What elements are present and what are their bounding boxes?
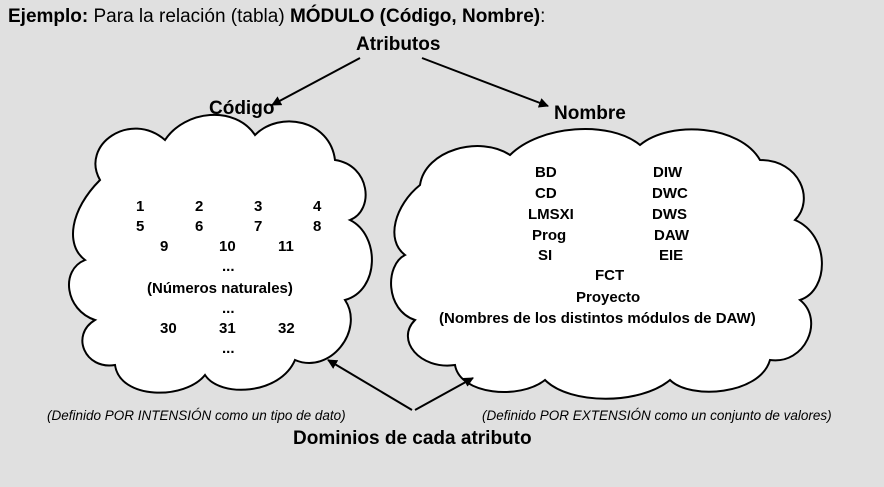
nombre-value: SI bbox=[538, 247, 553, 264]
nombre-value: FCT bbox=[595, 267, 625, 284]
codigo-value: 5 bbox=[136, 218, 145, 235]
title-bold-lead: Ejemplo: bbox=[8, 6, 89, 27]
nombre-value: LMSXI bbox=[528, 206, 574, 223]
codigo-value: 2 bbox=[195, 198, 204, 215]
nombre-value: DIW bbox=[653, 164, 683, 181]
arrow-to-nombre-cloud bbox=[414, 377, 474, 411]
codigo-value: 9 bbox=[160, 238, 169, 255]
slide-title: Ejemplo: Para la relación (tabla) MÓDULO… bbox=[8, 6, 545, 28]
title-tail: : bbox=[540, 6, 546, 27]
codigo-value: 32 bbox=[278, 320, 295, 337]
codigo-cloud bbox=[68, 114, 373, 394]
nombre-description: (Nombres de los distintos módulos de DAW… bbox=[439, 310, 756, 327]
codigo-ellipsis: ... bbox=[222, 258, 235, 275]
codigo-value: 1 bbox=[136, 198, 145, 215]
attributes-label: Atributos bbox=[356, 34, 441, 55]
nombre-value: Proyecto bbox=[576, 289, 641, 306]
nombre-value: BD bbox=[535, 164, 557, 181]
nombre-value: Prog bbox=[532, 227, 567, 244]
domains-label: Dominios de cada atributo bbox=[293, 428, 532, 449]
arrow-to-codigo bbox=[271, 57, 361, 106]
title-plain: Para la relación (tabla) bbox=[88, 6, 290, 27]
codigo-value: 8 bbox=[313, 218, 322, 235]
nombre-value: DAW bbox=[654, 227, 689, 244]
codigo-value: 6 bbox=[195, 218, 204, 235]
codigo-value: 7 bbox=[254, 218, 263, 235]
codigo-description: (Números naturales) bbox=[147, 280, 293, 297]
nombre-value: DWS bbox=[652, 206, 687, 223]
codigo-ellipsis: ... bbox=[222, 300, 235, 317]
nombre-cloud bbox=[390, 128, 823, 400]
codigo-value: 10 bbox=[219, 238, 236, 255]
codigo-ellipsis: ... bbox=[222, 340, 235, 357]
codigo-label: Código bbox=[209, 98, 275, 119]
codigo-value: 4 bbox=[313, 198, 322, 215]
nombre-label: Nombre bbox=[554, 103, 626, 124]
codigo-value: 11 bbox=[278, 238, 294, 255]
title-bold-relation: MÓDULO (Código, Nombre) bbox=[289, 6, 541, 27]
codigo-value: 3 bbox=[254, 198, 263, 215]
nombre-value: CD bbox=[535, 185, 557, 202]
arrow-to-codigo-cloud bbox=[327, 359, 413, 411]
codigo-value: 30 bbox=[160, 320, 177, 337]
note-extension: (Definido POR EXTENSIÓN como un conjunto… bbox=[482, 408, 832, 423]
nombre-value: DWC bbox=[652, 185, 688, 202]
codigo-value: 31 bbox=[219, 320, 236, 337]
note-intension: (Definido POR INTENSIÓN como un tipo de … bbox=[47, 408, 346, 423]
nombre-value: EIE bbox=[659, 247, 684, 264]
arrow-to-nombre bbox=[421, 57, 549, 108]
